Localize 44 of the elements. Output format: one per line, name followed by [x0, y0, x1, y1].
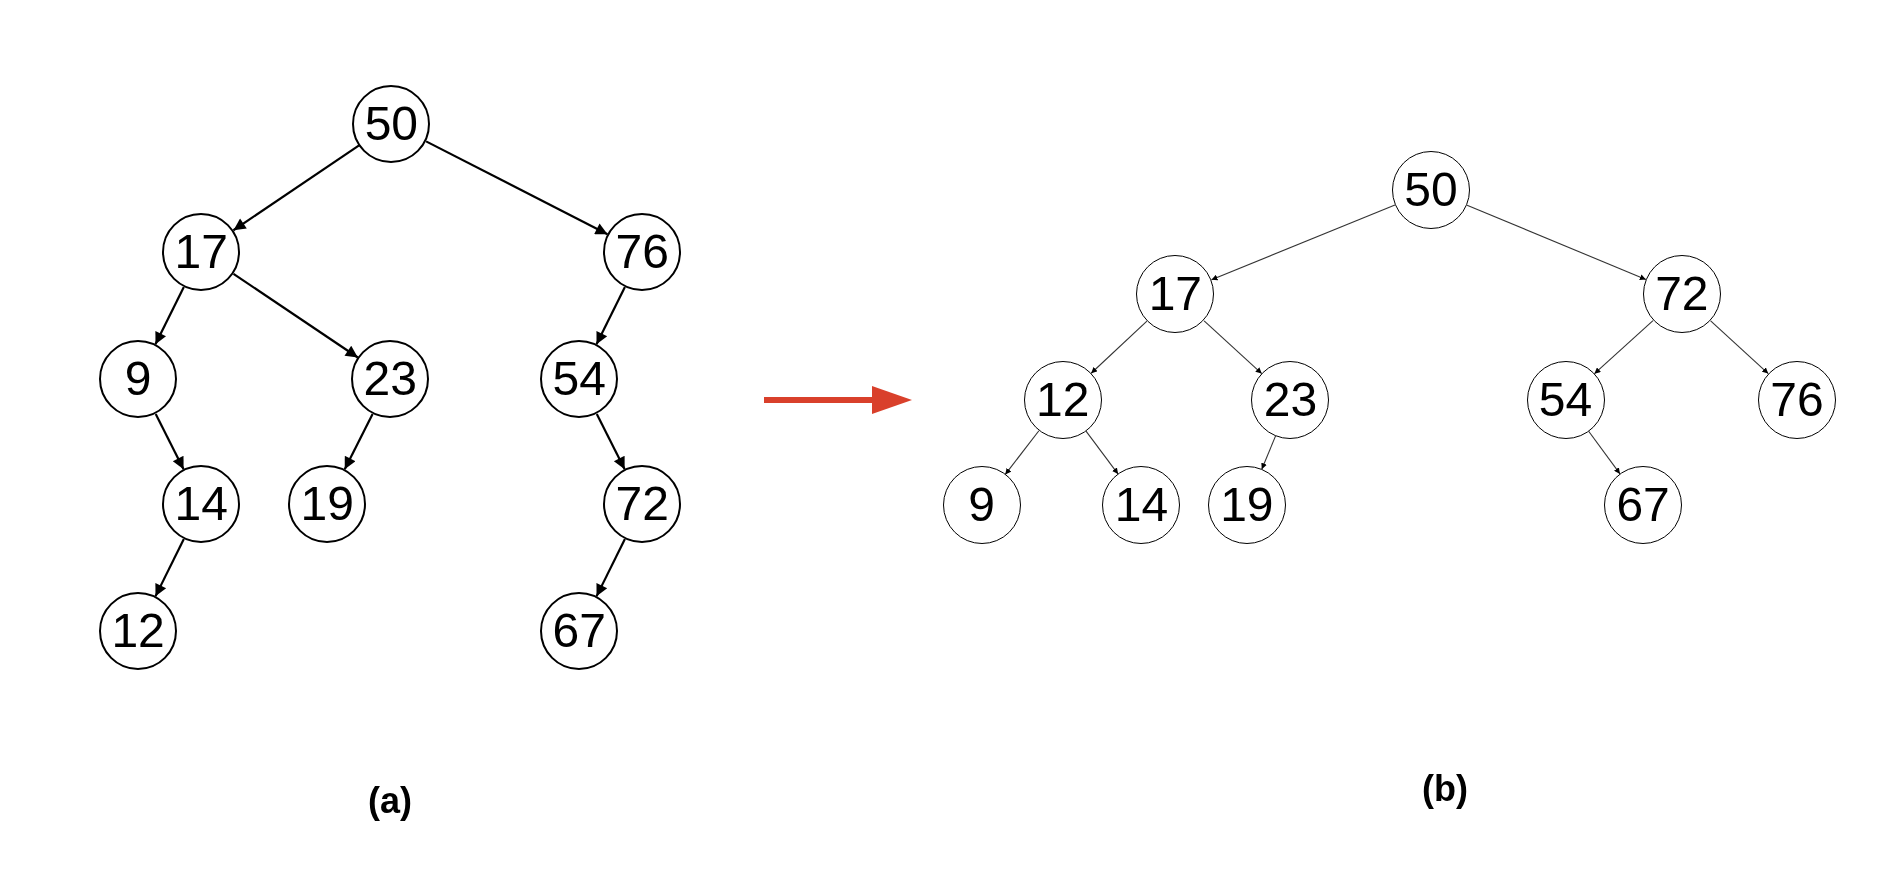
node-value: 76 — [1770, 375, 1824, 424]
node-value: 14 — [174, 480, 228, 529]
node-value: 54 — [552, 355, 606, 404]
subfigure-label: (a) — [368, 780, 412, 822]
arrow — [425, 140, 608, 236]
node-value: 72 — [615, 480, 669, 529]
arrow — [1203, 320, 1263, 375]
arrow — [1090, 320, 1148, 374]
node-value: 17 — [174, 228, 228, 277]
node-value: 23 — [1263, 375, 1318, 424]
arrow — [1466, 204, 1647, 281]
subfigure-label: (b) — [1422, 768, 1468, 810]
node-value: 12 — [111, 607, 165, 656]
node-value: 54 — [1538, 375, 1593, 424]
arrow — [154, 286, 185, 345]
node-value: 23 — [363, 355, 417, 404]
node-value: 9 — [124, 355, 152, 404]
node-value: 50 — [364, 99, 419, 148]
arrow — [1588, 430, 1621, 475]
node-value: 50 — [1404, 166, 1458, 215]
arrow — [595, 286, 626, 345]
node-value: 19 — [1220, 481, 1274, 530]
node-value: 76 — [615, 228, 669, 277]
node-value: 9 — [968, 481, 995, 530]
arrow — [595, 413, 626, 470]
arrow — [1004, 430, 1040, 475]
arrow — [595, 538, 626, 597]
arrow — [154, 413, 185, 470]
arrow — [154, 538, 185, 597]
arrow — [343, 413, 374, 470]
arrow — [1261, 435, 1277, 470]
node-value: 67 — [552, 607, 606, 656]
arrow — [232, 272, 359, 359]
arrow — [1593, 320, 1654, 375]
arrow — [232, 144, 360, 232]
node-value: 19 — [300, 480, 354, 529]
arrow — [1710, 320, 1769, 375]
node-value: 67 — [1616, 481, 1670, 530]
arrow — [1085, 430, 1119, 475]
node-value: 72 — [1655, 270, 1709, 319]
node-value: 14 — [1114, 481, 1169, 530]
arrow — [1210, 204, 1396, 281]
node-value: 17 — [1148, 270, 1203, 319]
node-value: 12 — [1036, 375, 1090, 424]
